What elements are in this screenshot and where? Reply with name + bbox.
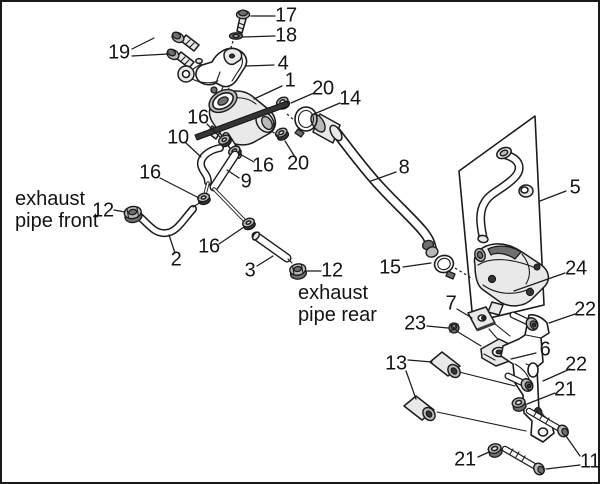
callout-11: 11: [579, 450, 600, 473]
part-nut-12-right: [289, 263, 308, 280]
callout-22-bottom: 22: [565, 353, 587, 376]
callout-6: 6: [539, 338, 551, 361]
callout-20-bottom: 20: [287, 152, 309, 175]
callout-16-a: 16: [187, 106, 209, 129]
part-plate-7: [467, 306, 511, 344]
part-pipe-3: [251, 231, 293, 264]
callout-16-d: 16: [198, 235, 220, 258]
callout-12-left: 12: [92, 199, 114, 222]
part-support-bracket-6: [436, 314, 555, 443]
part-clamp-16-a: [217, 134, 232, 148]
part-mount-bracket-4: [177, 47, 248, 100]
part-valve-assembly: [194, 86, 290, 159]
callout-18: 18: [275, 24, 297, 47]
part-nut-20-bottom: [274, 127, 290, 141]
part-clamp-15: [433, 254, 456, 280]
label-exhaust-pipe-front-line-1: exhaust: [15, 188, 86, 210]
part-nut-21-bottom: [487, 443, 503, 458]
part-bushing-13-upper: [429, 351, 461, 379]
label-exhaust-pipe-rear-line-2: pipe rear: [298, 304, 377, 327]
part-hose-2: [135, 201, 202, 238]
part-air-pump: [473, 243, 550, 316]
part-bolt-19-upper: [171, 31, 200, 52]
callout-19: 19: [108, 41, 130, 64]
part-bolt-22-bottom: [504, 372, 534, 392]
assembly-dash-bolt17: [229, 40, 234, 52]
callout-3: 3: [244, 259, 256, 282]
part-nut-23: [448, 322, 482, 347]
assembly-dash-clamp15-pump: [454, 267, 474, 280]
callout-14: 14: [339, 87, 361, 110]
callout-13: 13: [385, 352, 407, 375]
part-bolt-11-lower: [501, 445, 545, 476]
callout-4: 4: [277, 52, 289, 75]
callout-12-right: 12: [321, 259, 343, 282]
part-bolt-22-top: [509, 311, 539, 331]
part-bushing-13-lower: [403, 395, 436, 422]
callout-16-c: 16: [139, 161, 161, 184]
callout-24: 24: [565, 257, 587, 280]
label-exhaust-pipe-rear-line-1: exhaust: [298, 282, 369, 304]
callout-15: 15: [379, 256, 401, 279]
callout-10: 10: [167, 126, 189, 149]
callout-23: 23: [404, 312, 426, 335]
leader-lines: [113, 15, 581, 470]
part-clamp-16-c: [197, 192, 211, 206]
part-pipe-9: [209, 150, 247, 223]
callout-21-top: 21: [554, 378, 576, 401]
callout-21-bottom: 21: [454, 448, 476, 471]
callout-17: 17: [275, 4, 297, 27]
callout-2: 2: [170, 248, 182, 271]
valve-mounting-rod: [194, 100, 290, 141]
callout-1: 1: [284, 69, 296, 92]
callout-5: 5: [569, 176, 581, 199]
assembly-dash-valve-clamp: [286, 113, 296, 122]
callout-16-b: 16: [252, 154, 274, 177]
part-clamp-ring-14: [294, 106, 318, 138]
part-washer-18: [228, 32, 244, 40]
part-bolt-17: [235, 9, 251, 34]
callout-8: 8: [398, 156, 410, 179]
callout-9: 9: [240, 170, 252, 193]
part-bolt-19-lower: [166, 48, 195, 69]
part-nut-12-left: [123, 205, 143, 224]
callout-22-top: 22: [574, 298, 596, 321]
part-hose-10: [196, 144, 224, 196]
part-nut-21-top: [511, 397, 527, 412]
callout-20-top: 20: [312, 77, 334, 100]
label-exhaust-pipe-front-line-2: pipe front: [15, 210, 99, 233]
part-clamp-16-d: [241, 217, 256, 231]
part-air-hose: [310, 113, 439, 258]
callout-7: 7: [445, 292, 457, 315]
